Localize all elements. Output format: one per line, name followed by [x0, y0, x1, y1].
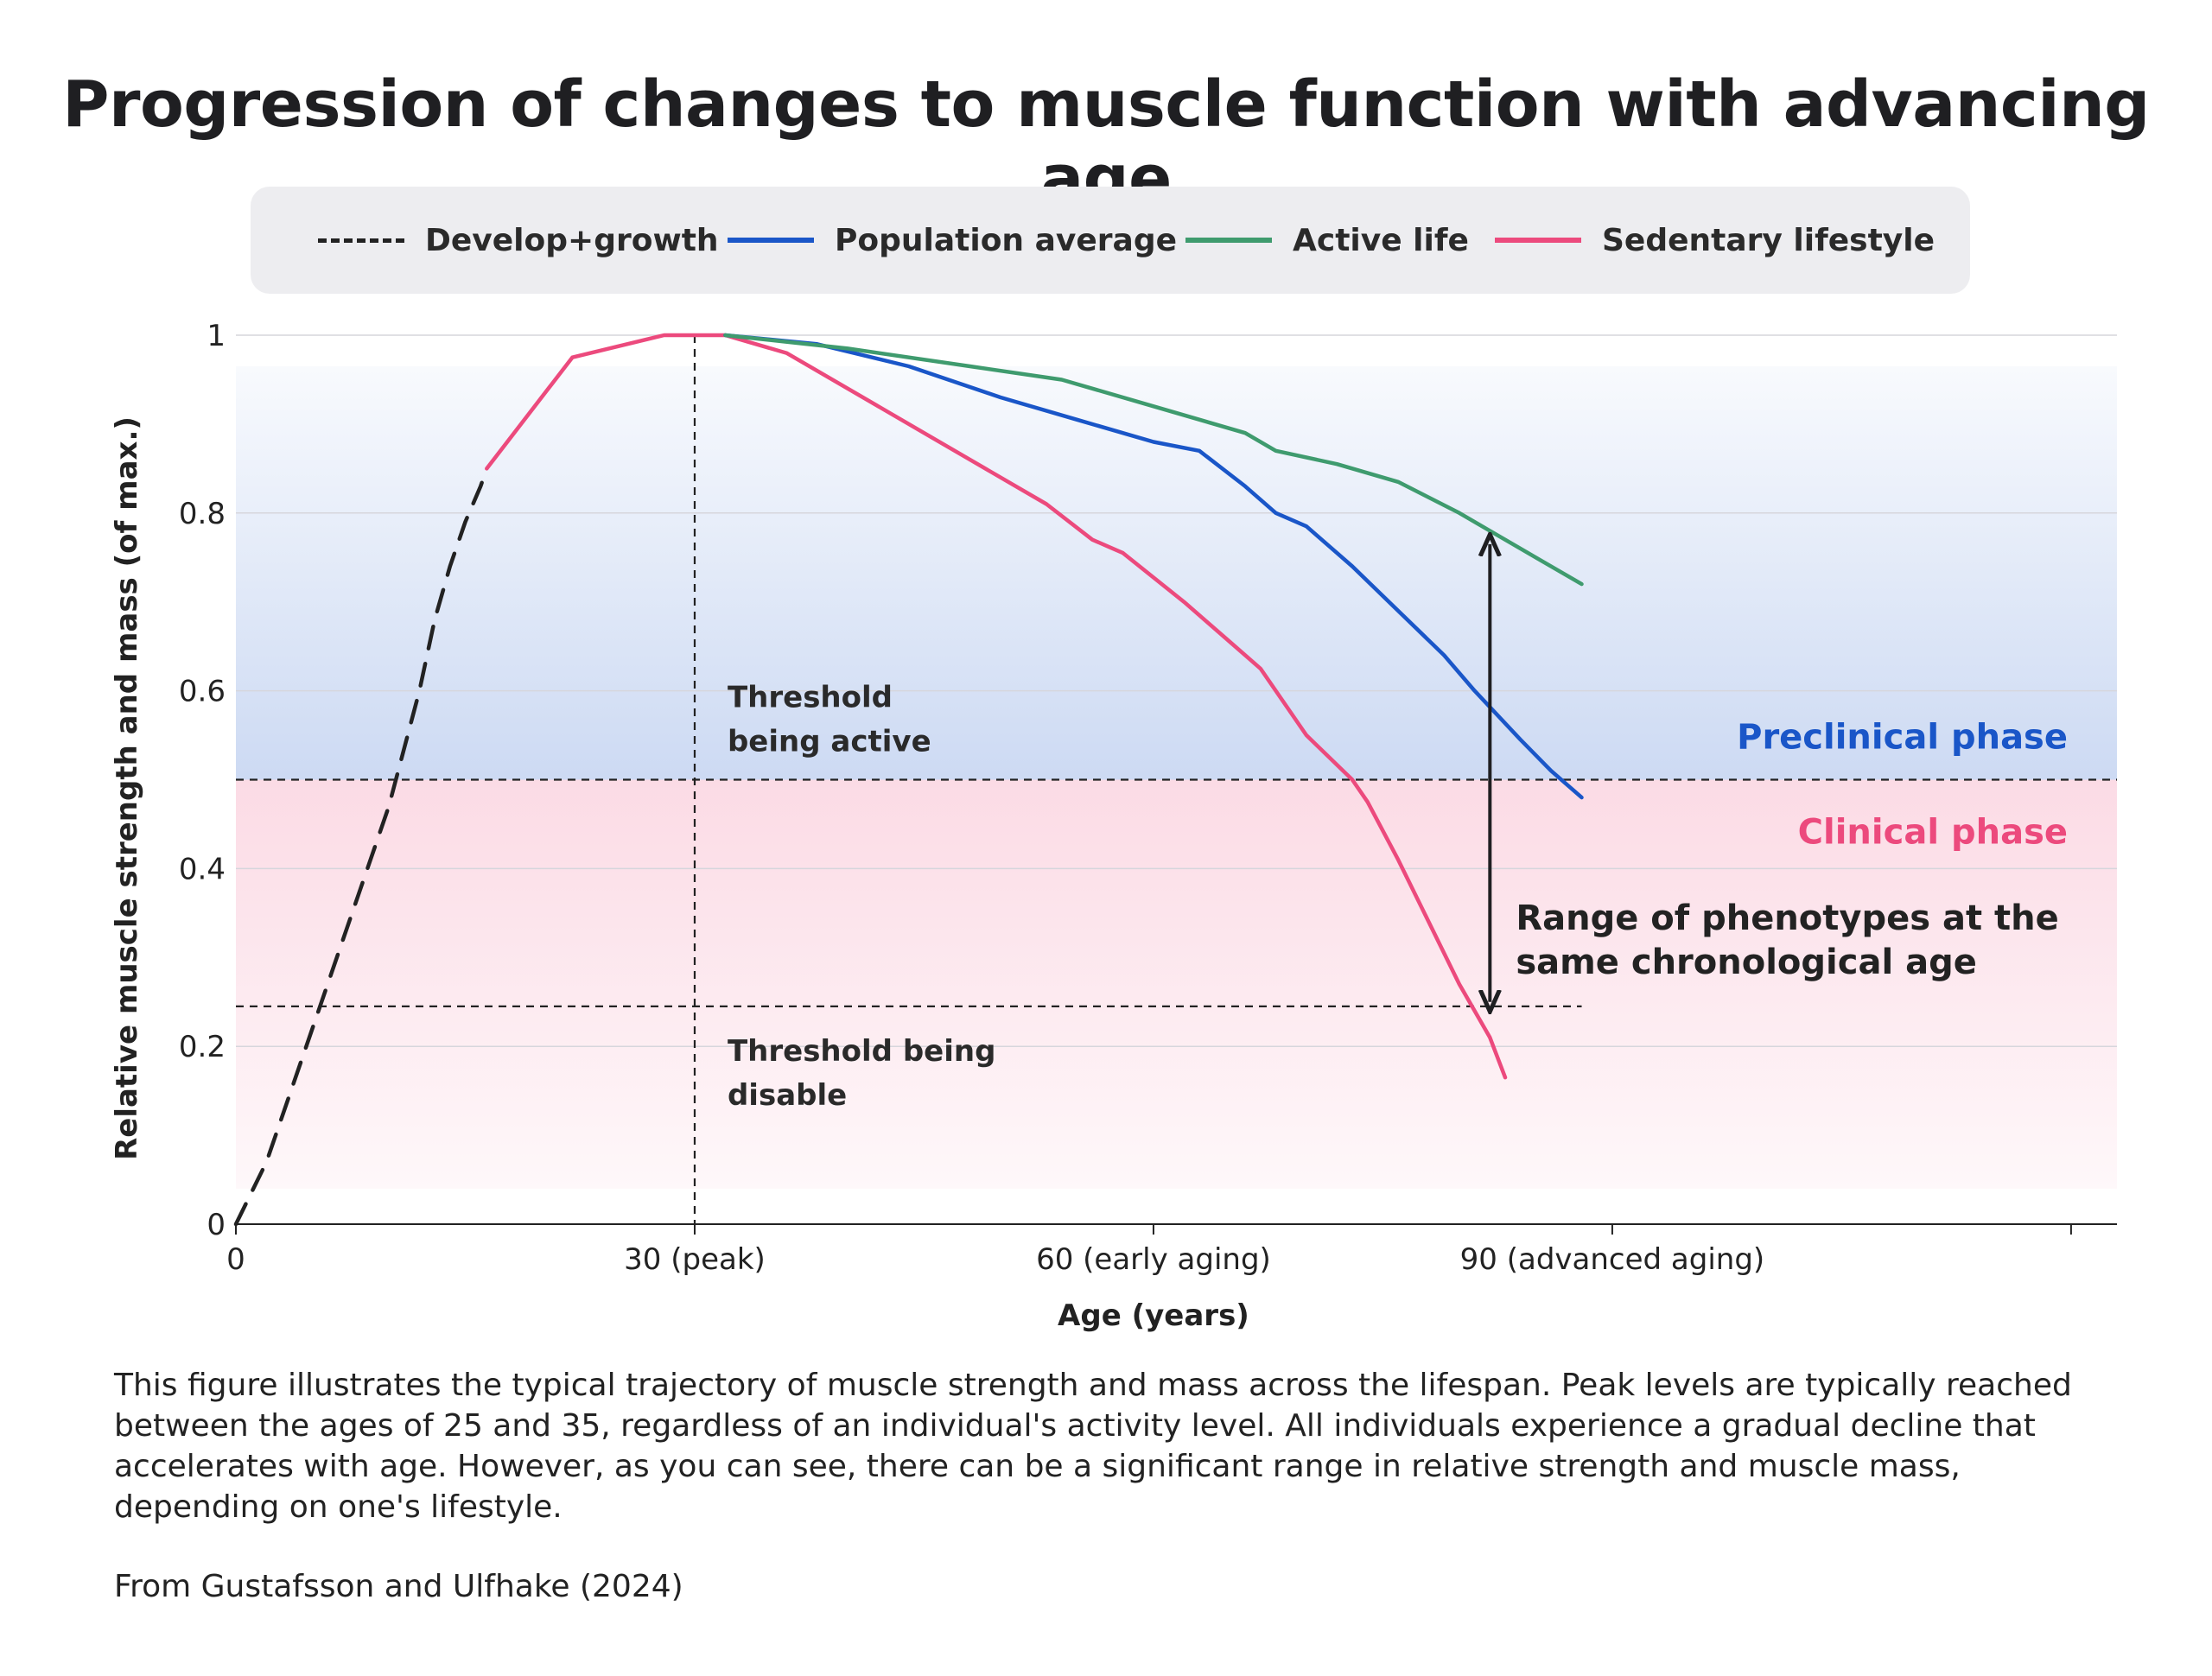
y-tick-label: 0.2: [179, 1030, 226, 1064]
chart-title: Progression of changes to muscle functio…: [62, 67, 2150, 216]
y-tick-label: 0.8: [179, 497, 226, 531]
threshold-active-label-line1: Threshold: [728, 681, 893, 715]
legend-swatch-develop-growth: [318, 238, 404, 243]
chart-plot: 0 0.2 0.4 0.6 0.8 1 0 30 (peak) 60 (early aging)…: [110, 319, 2117, 1333]
y-axis-label: Relative muscle strength and mass (of ma…: [110, 416, 144, 1160]
series-line-develop-growth: [233, 467, 489, 1227]
reference-lines: [236, 335, 2117, 1224]
legend-label-sedentary-lifestyle: Sedentary lifestyle: [1602, 222, 1936, 258]
threshold-disable-label-line2: disable: [728, 1078, 847, 1113]
clinical-phase-label: Clinical phase: [1798, 813, 2068, 853]
x-tick-label: 90 (advanced aging): [1460, 1242, 1765, 1277]
range-phenotypes-label-line2: same chronological age: [1516, 943, 1977, 982]
legend-item-active-life: Active life: [1185, 187, 1469, 294]
x-axis-label: Age (years): [1058, 1298, 1249, 1333]
series-line-active-life: [723, 333, 1584, 587]
legend-label-population-average: Population average: [835, 222, 1177, 258]
phase-bands: [236, 366, 2117, 1189]
legend-label-develop-growth: Develop+growth: [425, 222, 719, 258]
x-tick-label: 60 (early aging): [1036, 1242, 1271, 1277]
axes: 0 0.2 0.4 0.6 0.8 1 0 30 (peak) 60 (early aging)…: [179, 319, 2117, 1277]
band-preclinical-phase: [236, 366, 2117, 780]
legend-label-active-life: Active life: [1293, 222, 1469, 258]
y-tick-label: 0.4: [179, 852, 226, 886]
figure-caption: This figure illustrates the typical traj…: [114, 1368, 2072, 1525]
x-tick-label: 30 (peak): [624, 1242, 766, 1277]
legend: Develop+growth Population average Active…: [251, 187, 1970, 294]
threshold-active-label-line2: being active: [728, 725, 931, 759]
x-tick-label: 0: [226, 1242, 245, 1277]
y-tick-label: 0: [207, 1208, 226, 1242]
preclinical-phase-label: Preclinical phase: [1737, 718, 2068, 758]
legend-item-population-average: Population average: [728, 187, 1177, 294]
legend-swatch-active-life: [1185, 238, 1272, 243]
legend-swatch-population-average: [728, 238, 814, 243]
range-phenotypes-label-line1: Range of phenotypes at the: [1516, 898, 2058, 938]
figure-source: From Gustafsson and Ulfhake (2024): [114, 1569, 683, 1604]
y-tick-label: 1: [207, 319, 226, 353]
legend-item-sedentary-lifestyle: Sedentary lifestyle: [1495, 187, 1935, 294]
y-tick-label: 0.6: [179, 675, 226, 709]
threshold-disable-label-line1: Threshold being: [728, 1034, 995, 1069]
series-line-sedentary-lifestyle: [485, 333, 1508, 1080]
gridlines: [236, 334, 2117, 1047]
legend-swatch-sedentary-lifestyle: [1495, 238, 1581, 243]
band-clinical-phase: [236, 779, 2117, 1189]
legend-item-develop-growth: Develop+growth: [318, 187, 719, 294]
